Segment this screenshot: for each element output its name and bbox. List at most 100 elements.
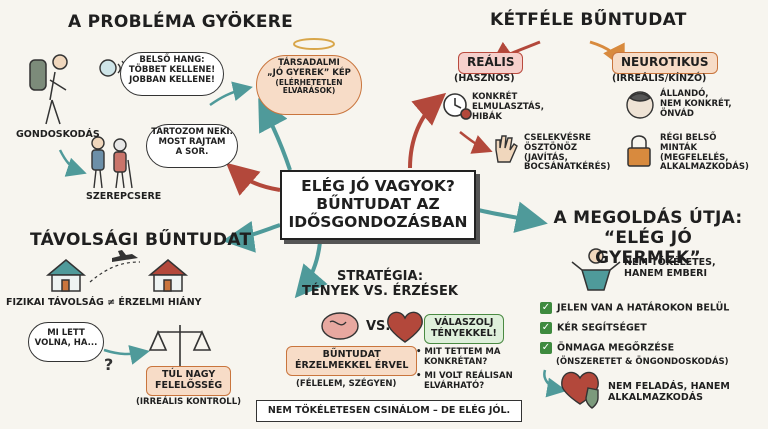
social-image-box: TÁRSADALMI „JÓ GYEREK” KÉP (ELÉRHETETLEN… bbox=[256, 55, 362, 115]
what-if-line: VOLNA, HA... bbox=[34, 337, 98, 348]
real-item-line: CSELEKVÉSRE bbox=[524, 133, 591, 143]
root-title: A PROBLÉMA GYÖKERE bbox=[68, 12, 294, 32]
vs-label: VS. bbox=[366, 319, 391, 334]
inner-voice-line: TÖBBET KELLENE! bbox=[128, 64, 216, 75]
svg-text:?: ? bbox=[104, 355, 113, 374]
neuro-item-line: ALKALMAZKODÁS) bbox=[660, 162, 749, 173]
neuro-item-line: (MEGFELELÉS, bbox=[660, 152, 729, 163]
hand-icon bbox=[495, 135, 518, 163]
what-if-line: MI LETT bbox=[47, 328, 85, 338]
too-much-subtitle: (IRREÁLIS KONTROLL) bbox=[136, 397, 242, 407]
halo-icon bbox=[293, 38, 335, 50]
two-guilt-title: KÉTFÉLE BŰNTUDAT bbox=[490, 10, 687, 30]
owe-line: MOST RAJTAM bbox=[158, 136, 226, 147]
facts-box: VÁLASZOLJ TÉNYEKKEL! bbox=[424, 314, 504, 344]
person-icon bbox=[571, 248, 621, 291]
facts-item-1: • MIT TETTEM MA KONKRÉTAN? bbox=[416, 347, 501, 368]
neuro-item-line: ÁLLANDÓ, bbox=[660, 89, 709, 99]
distance-title: TÁVOLSÁGI BŰNTUDAT bbox=[30, 230, 252, 250]
neuro-item-line: NEM KONKRÉT, bbox=[660, 98, 732, 109]
facts-item-line: • MI VOLT REÁLISAN bbox=[416, 371, 513, 381]
guilt-emotion-line: ÉRZELMEKKEL ÉRVEL bbox=[295, 359, 409, 371]
what-if-bubble: MI LETT VOLNA, HA... bbox=[28, 322, 104, 362]
role-swap-label: SZEREPCSERE bbox=[86, 191, 162, 202]
heart-shield-icon bbox=[561, 371, 599, 409]
real-item-line: ÖSZTÖNÖZ bbox=[524, 142, 578, 153]
facts-item-2: • MI VOLT REÁLISAN ELVÁRHATÓ? bbox=[416, 371, 513, 392]
house-icon bbox=[147, 259, 189, 292]
solution-final-line: NEM FELADÁS, HANEM bbox=[608, 381, 730, 392]
lock-icon bbox=[627, 135, 651, 167]
airplane-icon bbox=[112, 250, 138, 262]
neuro-item-2: RÉGI BELSŐ MINTÁK (MEGFELELÉS, ALKALMAZK… bbox=[660, 133, 749, 173]
check-item-2: ✓KÉR SEGÍTSÉGET bbox=[540, 322, 647, 334]
house-icon bbox=[45, 259, 87, 292]
brain-icon bbox=[321, 312, 359, 340]
owe-bubble: TARTOZOM NEKI. MOST RAJTAM A SOR. bbox=[146, 124, 238, 168]
inner-voice-bubble: BELSŐ HANG: TÖBBET KELLENE! JOBBAN KELLE… bbox=[120, 52, 224, 96]
too-much-line: TÚL NAGY bbox=[161, 369, 216, 380]
clock-icon bbox=[443, 93, 472, 120]
solution-human-line: HANEM EMBERI bbox=[624, 267, 708, 279]
real-item-line: BOCSÁNATKÉRÉS) bbox=[524, 162, 611, 173]
strategy-title: STRATÉGIA: TÉNYEK VS. ÉRZÉSEK bbox=[300, 269, 460, 299]
facts-item-line: KONKRÉTAN? bbox=[424, 356, 488, 367]
social-image-line: TÁRSADALMI bbox=[278, 58, 340, 68]
solution-title-line: “ELÉG JÓ GYERMEK” bbox=[595, 228, 701, 268]
neuro-item-line: MINTÁK bbox=[660, 142, 698, 153]
distance-equation: FIZIKAI TÁVOLSÁG ≠ ÉRZELMI HIÁNY bbox=[6, 297, 202, 308]
neuro-item-line: RÉGI BELSŐ bbox=[660, 133, 717, 143]
solution-human: NEM TÖKÉLETES, HANEM EMBERI bbox=[624, 257, 716, 280]
center-title-line: IDŐSGONDOZÁSBAN bbox=[288, 212, 468, 231]
checkmark-icon: ✓ bbox=[540, 322, 552, 334]
solution-final-line: ALKALMAZKODÁS bbox=[608, 391, 703, 403]
facts-item-line: ELVÁRHATÓ? bbox=[424, 380, 485, 391]
facts-item-line: • MIT TETTEM MA bbox=[416, 347, 501, 357]
real-subtitle: (HASZNOS) bbox=[454, 73, 515, 84]
caregiver-icon bbox=[91, 136, 133, 189]
neuro-title: NEUROTIKUS bbox=[612, 52, 718, 74]
real-item-line: HIBÁK bbox=[472, 111, 502, 122]
real-item-line: KONKRÉT bbox=[472, 92, 518, 102]
owe-line: TARTOZOM NEKI. bbox=[151, 127, 233, 137]
hiker-icon bbox=[29, 54, 68, 125]
guilt-emotion-subtitle: (FÉLELEM, SZÉGYEN) bbox=[296, 379, 397, 389]
inner-voice-line: JOBBAN KELLENE! bbox=[129, 74, 215, 85]
neuro-item-line: ÖNVÁD bbox=[660, 108, 694, 119]
footer-banner: NEM TÖKÉLETESEN CSINÁLOM – DE ELÉG JÓL. bbox=[256, 400, 522, 422]
solution-final: NEM FELADÁS, HANEM ALKALMAZKODÁS bbox=[608, 381, 730, 404]
check-item-3: ✓ÖNMAGA MEGŐRZÉSE bbox=[540, 342, 675, 354]
heart-icon bbox=[387, 311, 423, 343]
checkmark-icon: ✓ bbox=[540, 302, 552, 314]
anxious-head-icon bbox=[626, 91, 654, 119]
facts-title-line: TÉNYEKKEL! bbox=[431, 327, 497, 339]
guilt-emotion-line: BŰNTUDAT bbox=[322, 349, 381, 360]
inner-voice-line: BELSŐ HANG: bbox=[139, 55, 205, 65]
too-much-line: FELELŐSSÉG bbox=[155, 379, 223, 391]
real-item-line: (JAVÍTÁS, bbox=[524, 152, 568, 163]
neuro-item-1: ÁLLANDÓ, NEM KONKRÉT, ÖNVÁD bbox=[660, 89, 732, 119]
center-title-line: ELÉG JÓ VAGYOK? bbox=[301, 177, 455, 195]
facts-title-line: VÁLASZOLJ bbox=[434, 317, 494, 328]
check-subtitle: (ÖNSZERETET & ÖNGONDOSKODÁS) bbox=[556, 357, 729, 367]
owe-line: A SOR. bbox=[175, 146, 209, 157]
social-image-line: „JÓ GYEREK” KÉP bbox=[267, 67, 351, 78]
social-image-line: ELVÁRÁSOK) bbox=[282, 86, 336, 96]
strategy-title-line: TÉNYEK VS. ÉRZÉSEK bbox=[302, 283, 458, 299]
center-title-box: ELÉG JÓ VAGYOK? BŰNTUDAT AZ IDŐSGONDOZÁS… bbox=[280, 170, 476, 240]
real-item-2: CSELEKVÉSRE ÖSZTÖNÖZ (JAVÍTÁS, BOCSÁNATK… bbox=[524, 133, 611, 173]
real-item-line: ELMULASZTÁS, bbox=[472, 101, 544, 112]
social-image-line: (ELÉRHETETLEN bbox=[275, 77, 343, 87]
too-much-box: TÚL NAGY FELELŐSSÉG bbox=[146, 366, 232, 396]
real-item-1: KONKRÉT ELMULASZTÁS, HIBÁK bbox=[472, 92, 544, 122]
neuro-subtitle: (IRREÁLIS/KÍNZÓ) bbox=[612, 73, 707, 84]
checkmark-icon: ✓ bbox=[540, 342, 552, 354]
caregiving-label: GONDOSKODÁS bbox=[16, 129, 100, 140]
solution-title-line: A MEGOLDÁS ÚTJA: bbox=[553, 208, 743, 228]
real-title: REÁLIS bbox=[458, 52, 524, 74]
center-title-line: BŰNTUDAT AZ bbox=[316, 194, 440, 213]
guilt-emotion-box: BŰNTUDAT ÉRZELMEKKEL ÉRVEL bbox=[286, 346, 418, 376]
strategy-title-line: STRATÉGIA: bbox=[336, 269, 424, 284]
check-item-1: ✓JELEN VAN A HATÁROKON BELÜL bbox=[540, 302, 730, 314]
